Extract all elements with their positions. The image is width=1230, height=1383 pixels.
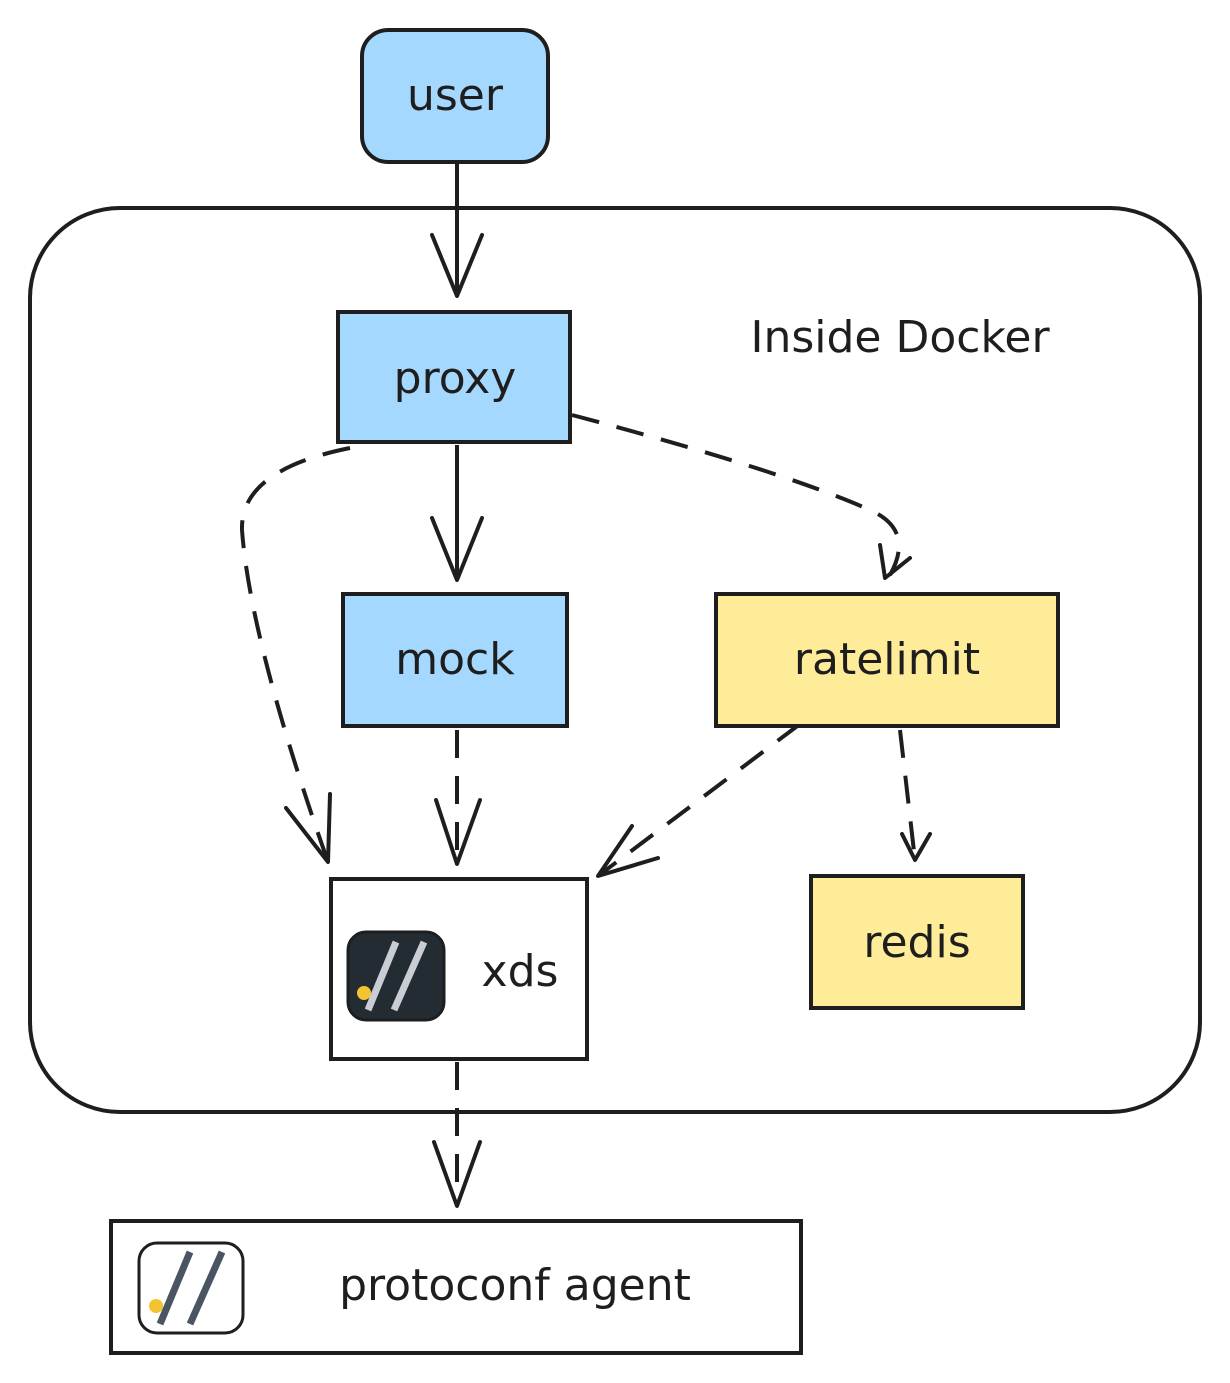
node-protoconf-agent[interactable]: protoconf agent bbox=[109, 1219, 803, 1355]
node-protoconf-agent-label: protoconf agent bbox=[339, 1260, 691, 1311]
node-user[interactable]: user bbox=[360, 28, 550, 164]
node-mock[interactable]: mock bbox=[341, 592, 569, 728]
node-xds[interactable]: xds bbox=[329, 877, 589, 1061]
node-user-label: user bbox=[407, 70, 504, 121]
docker-container bbox=[28, 206, 1202, 1114]
edge-ratelimit-to-xds bbox=[596, 722, 802, 878]
node-xds-label: xds bbox=[482, 946, 559, 997]
edge-mock-to-xds bbox=[434, 730, 482, 866]
edge-ratelimit-to-redis bbox=[898, 729, 932, 862]
edge-proxy-to-mock bbox=[430, 445, 484, 582]
docker-container-label: Inside Docker bbox=[750, 312, 1050, 363]
node-ratelimit-label: ratelimit bbox=[794, 634, 980, 685]
protoconf-logo-icon bbox=[137, 1241, 245, 1335]
edge-proxy-to-xds bbox=[239, 446, 351, 864]
node-redis-label: redis bbox=[863, 917, 970, 968]
protoconf-logo-icon bbox=[346, 930, 446, 1022]
edges bbox=[239, 162, 932, 1208]
node-proxy[interactable]: proxy bbox=[336, 310, 572, 444]
edge-user-to-proxy bbox=[430, 162, 484, 298]
edge-xds-to-protoconf-agent bbox=[432, 1062, 482, 1208]
node-mock-label: mock bbox=[395, 634, 515, 685]
edge-proxy-to-ratelimit bbox=[571, 413, 912, 580]
node-ratelimit[interactable]: ratelimit bbox=[714, 592, 1060, 728]
node-redis[interactable]: redis bbox=[809, 874, 1025, 1010]
node-proxy-label: proxy bbox=[394, 353, 517, 404]
